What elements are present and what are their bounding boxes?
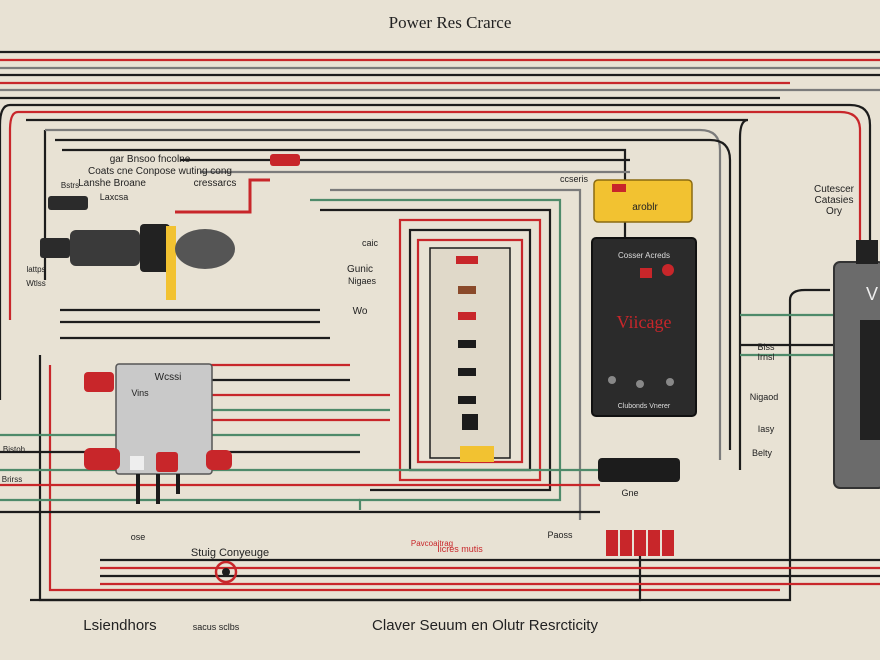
meter-header: Cosser Acreds [618, 251, 670, 260]
fuse-panel [429, 247, 511, 462]
label-right-top-1: ccseris [560, 174, 589, 184]
label-left-1: Bstrs [61, 181, 79, 190]
diagram-title: Power Res Crarce [389, 13, 512, 32]
label-top-left-3: Lanshe Broane [78, 178, 146, 189]
label-left-3: lattps [26, 265, 45, 274]
label-right-3: Ory [826, 206, 842, 217]
yellow-relay-module [593, 179, 693, 223]
label-bottom-3: Iicres mutis [437, 544, 483, 554]
meter-display: Viicage [617, 312, 672, 332]
yellow-module-label: aroblr [632, 202, 658, 213]
label-right-8: Belty [752, 448, 773, 458]
inner-wire-loops [310, 188, 582, 520]
meter-footer: Clubonds Vnerer [618, 403, 671, 410]
label-right-5: Irnsl [757, 352, 774, 362]
label-bottom-4: Paoss [547, 530, 573, 540]
breaker-sublabel: Vins [131, 388, 149, 398]
top-bus-lines [0, 50, 880, 100]
right-device-label: V [866, 284, 878, 304]
label-mid-3: Nigaes [348, 276, 377, 286]
label-top-left-2: Coats cne Conpose wuting cong [88, 166, 232, 177]
circuit-breaker [115, 363, 213, 504]
label-bottom-5: Gne [621, 488, 638, 498]
label-right-4: Blss [757, 342, 775, 352]
label-left-6: Brirss [2, 475, 22, 484]
label-top-left-4: cressarcs [194, 178, 237, 189]
label-bottom-2: Pavcoaitrag [411, 539, 453, 548]
red-fuse-holders [84, 372, 232, 472]
voltage-meter [591, 237, 697, 417]
label-mid-2: Gunic [347, 264, 373, 275]
label-left-5: Bistoh [3, 445, 25, 454]
label-bottom-center: Claver Seuum en Olutr Resrcticity [372, 617, 598, 634]
label-bottom-left-small: sacus sclbs [193, 622, 240, 632]
label-bottom-left: Lsiendhors [83, 617, 156, 634]
label-bottom-1: Stuig Conyeuge [191, 547, 269, 559]
label-left-2: Laxcsa [100, 192, 129, 202]
terminal-block [598, 458, 680, 556]
label-mid-1: caic [362, 238, 379, 248]
label-right-7: Iasy [758, 424, 775, 434]
label-right-1: Cutescer [814, 184, 855, 195]
label-right-6: Nigaod [750, 392, 779, 402]
label-left-4: Wtlss [26, 279, 46, 288]
breaker-label: Wcssi [155, 372, 182, 383]
label-top-left-1: gar Bnsoo fncolne [110, 154, 191, 165]
connector-plug [40, 154, 300, 300]
bottom-connector [214, 560, 238, 584]
right-control-device [833, 240, 880, 489]
label-right-2: Catasies [815, 195, 854, 206]
label-mid-4: Wo [353, 306, 368, 317]
label-bottom-6: ose [131, 532, 146, 542]
